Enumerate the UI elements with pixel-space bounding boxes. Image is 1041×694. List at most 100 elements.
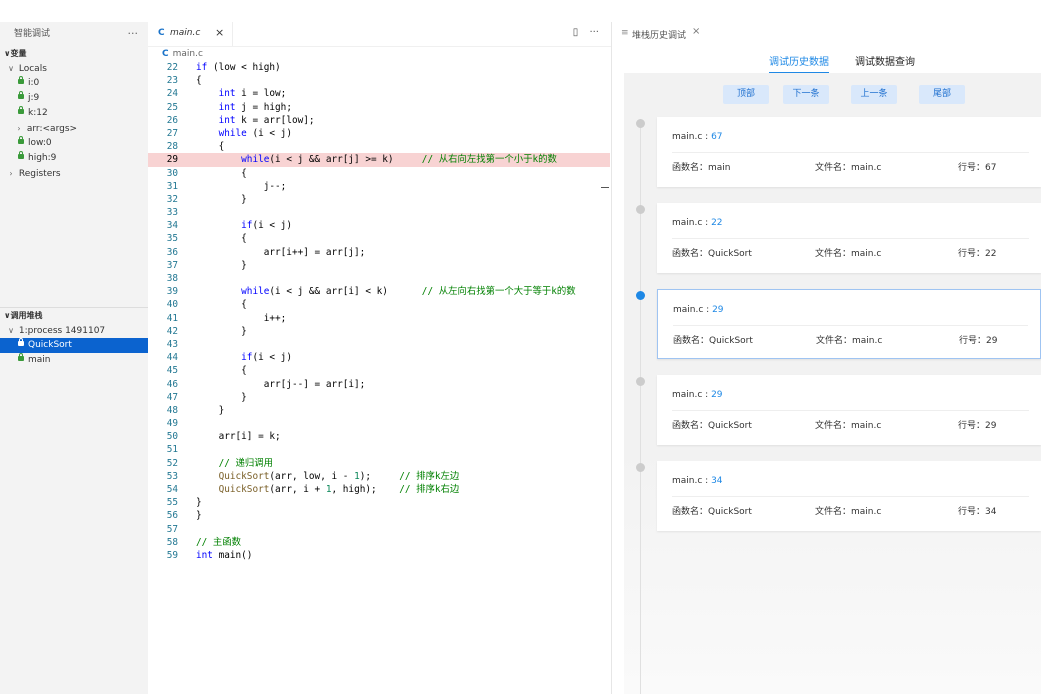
code-line[interactable]: 54 QuickSort(arr, i + 1, high); // 排序k右边 xyxy=(148,483,610,496)
tab-history-data[interactable]: 调试历史数据 xyxy=(769,53,829,74)
line-number[interactable]: 23 xyxy=(166,75,178,87)
code-line[interactable]: 46 arr[j--] = arr[i]; xyxy=(148,378,610,391)
code-line[interactable]: 48 } xyxy=(148,404,610,417)
card-line-link[interactable]: 34 xyxy=(711,476,723,486)
code-line[interactable]: 53 QuickSort(arr, low, i - 1); // 排序k左边 xyxy=(148,470,610,483)
stack-frame-quicksort[interactable]: QuickSort xyxy=(0,338,148,353)
code-line[interactable]: 43 xyxy=(148,338,610,351)
panel-tab-title[interactable]: 堆栈历史调试 xyxy=(632,31,687,41)
code-line[interactable]: 30 { xyxy=(148,167,610,180)
code-line[interactable]: 58// 主函数 xyxy=(148,536,610,549)
line-number[interactable]: 36 xyxy=(166,246,178,258)
code-line[interactable]: 52 // 递归调用 xyxy=(148,457,610,470)
line-number[interactable]: 28 xyxy=(166,141,178,153)
code-line[interactable]: 33 xyxy=(148,206,610,219)
line-number[interactable]: 48 xyxy=(166,404,178,416)
code-line[interactable]: 57 xyxy=(148,523,610,536)
line-number[interactable]: 58 xyxy=(166,536,178,548)
line-number[interactable]: 52 xyxy=(166,457,178,469)
close-icon[interactable]: × xyxy=(215,26,225,39)
line-number[interactable]: 22 xyxy=(166,62,178,73)
code-line[interactable]: 37 } xyxy=(148,259,610,272)
line-number[interactable]: 42 xyxy=(166,325,178,337)
line-number[interactable]: 46 xyxy=(166,378,178,390)
code-line[interactable]: 25 int j = high; xyxy=(148,101,610,114)
card-line-link[interactable]: 67 xyxy=(711,132,723,142)
line-number[interactable]: 37 xyxy=(166,259,178,271)
line-number[interactable]: 47 xyxy=(166,391,178,403)
code-line[interactable]: 42 } xyxy=(148,325,610,338)
line-number[interactable]: 59 xyxy=(166,549,178,561)
code-line[interactable]: 24 int i = low; xyxy=(148,87,610,100)
code-line[interactable]: 31 j--; xyxy=(148,180,610,193)
line-number[interactable]: 32 xyxy=(166,193,178,205)
line-number[interactable]: 54 xyxy=(166,484,178,495)
bottom-button[interactable]: 尾部 xyxy=(919,85,965,104)
line-number[interactable]: 50 xyxy=(166,431,178,443)
close-icon[interactable]: × xyxy=(692,26,701,37)
card-line-link[interactable]: 29 xyxy=(712,305,724,315)
current-line[interactable]: 29 while(i < j && arr[j] >= k) // 从右向左找第… xyxy=(148,153,610,167)
variable-item-i[interactable]: i:0 xyxy=(0,76,148,91)
code-line[interactable]: 47 } xyxy=(148,391,610,404)
code-line[interactable]: 45 { xyxy=(148,364,610,377)
code-line[interactable]: 23{ xyxy=(148,74,610,87)
variable-item-j[interactable]: j:9 xyxy=(0,91,148,106)
code-line[interactable]: 34 if(i < j) xyxy=(148,219,610,232)
line-number[interactable]: 55 xyxy=(166,497,178,509)
line-number[interactable]: 25 xyxy=(166,101,178,113)
variable-item-high[interactable]: high:9 xyxy=(0,151,148,166)
code-line[interactable]: 49 xyxy=(148,417,610,430)
code-line[interactable]: 41 i++; xyxy=(148,312,610,325)
line-number[interactable]: 27 xyxy=(166,127,178,139)
code-line[interactable]: 28 { xyxy=(148,140,610,153)
code-line[interactable]: 51 xyxy=(148,443,610,456)
line-number[interactable]: 38 xyxy=(166,273,178,284)
prev-button[interactable]: 上一条 xyxy=(851,85,897,104)
code-line[interactable]: 40 { xyxy=(148,298,610,311)
line-number[interactable]: 49 xyxy=(166,418,178,430)
timeline-dot[interactable] xyxy=(636,119,645,128)
split-editor-icon[interactable]: ▯ xyxy=(572,27,579,38)
line-number[interactable]: 40 xyxy=(166,299,178,311)
line-number[interactable]: 33 xyxy=(166,207,178,219)
timeline-dot[interactable] xyxy=(636,463,645,472)
line-number[interactable]: 29 xyxy=(166,154,178,166)
code-line[interactable]: 39 while(i < j && arr[i] < k) // 从左向右找第一… xyxy=(148,285,610,298)
timeline-dot[interactable] xyxy=(636,377,645,386)
variables-section-header[interactable]: ∨变量 xyxy=(0,46,148,61)
more-icon[interactable]: ··· xyxy=(127,27,139,40)
timeline-dot[interactable] xyxy=(636,205,645,214)
tab-data-query[interactable]: 调试数据查询 xyxy=(855,57,915,68)
line-number[interactable]: 34 xyxy=(166,220,178,232)
code-line[interactable]: 32 } xyxy=(148,193,610,206)
line-number[interactable]: 53 xyxy=(166,470,178,482)
code-line[interactable]: 56} xyxy=(148,509,610,522)
code-line[interactable]: 27 while (i < j) xyxy=(148,127,610,140)
code-line[interactable]: 44 if(i < j) xyxy=(148,351,610,364)
timeline-dot[interactable] xyxy=(636,291,645,300)
line-number[interactable]: 43 xyxy=(166,338,178,350)
line-number[interactable]: 56 xyxy=(166,510,178,522)
line-number[interactable]: 31 xyxy=(166,180,178,192)
line-number[interactable]: 57 xyxy=(166,523,178,535)
process-item[interactable]: ∨ 1:process 1491107 xyxy=(0,323,148,338)
line-number[interactable]: 24 xyxy=(166,88,178,100)
more-icon[interactable]: ··· xyxy=(589,27,599,38)
variable-item-arr[interactable]: › arr:<args> xyxy=(0,121,148,136)
code-line[interactable]: 50 arr[i] = k; xyxy=(148,430,610,443)
line-number[interactable]: 30 xyxy=(166,167,178,179)
scrollbar-marker[interactable] xyxy=(601,187,609,188)
next-button[interactable]: 下一条 xyxy=(783,85,829,104)
line-number[interactable]: 35 xyxy=(166,233,178,245)
code-line[interactable]: 36 arr[i++] = arr[j]; xyxy=(148,246,610,259)
variable-item-low[interactable]: low:0 xyxy=(0,136,148,151)
line-number[interactable]: 26 xyxy=(166,114,178,126)
